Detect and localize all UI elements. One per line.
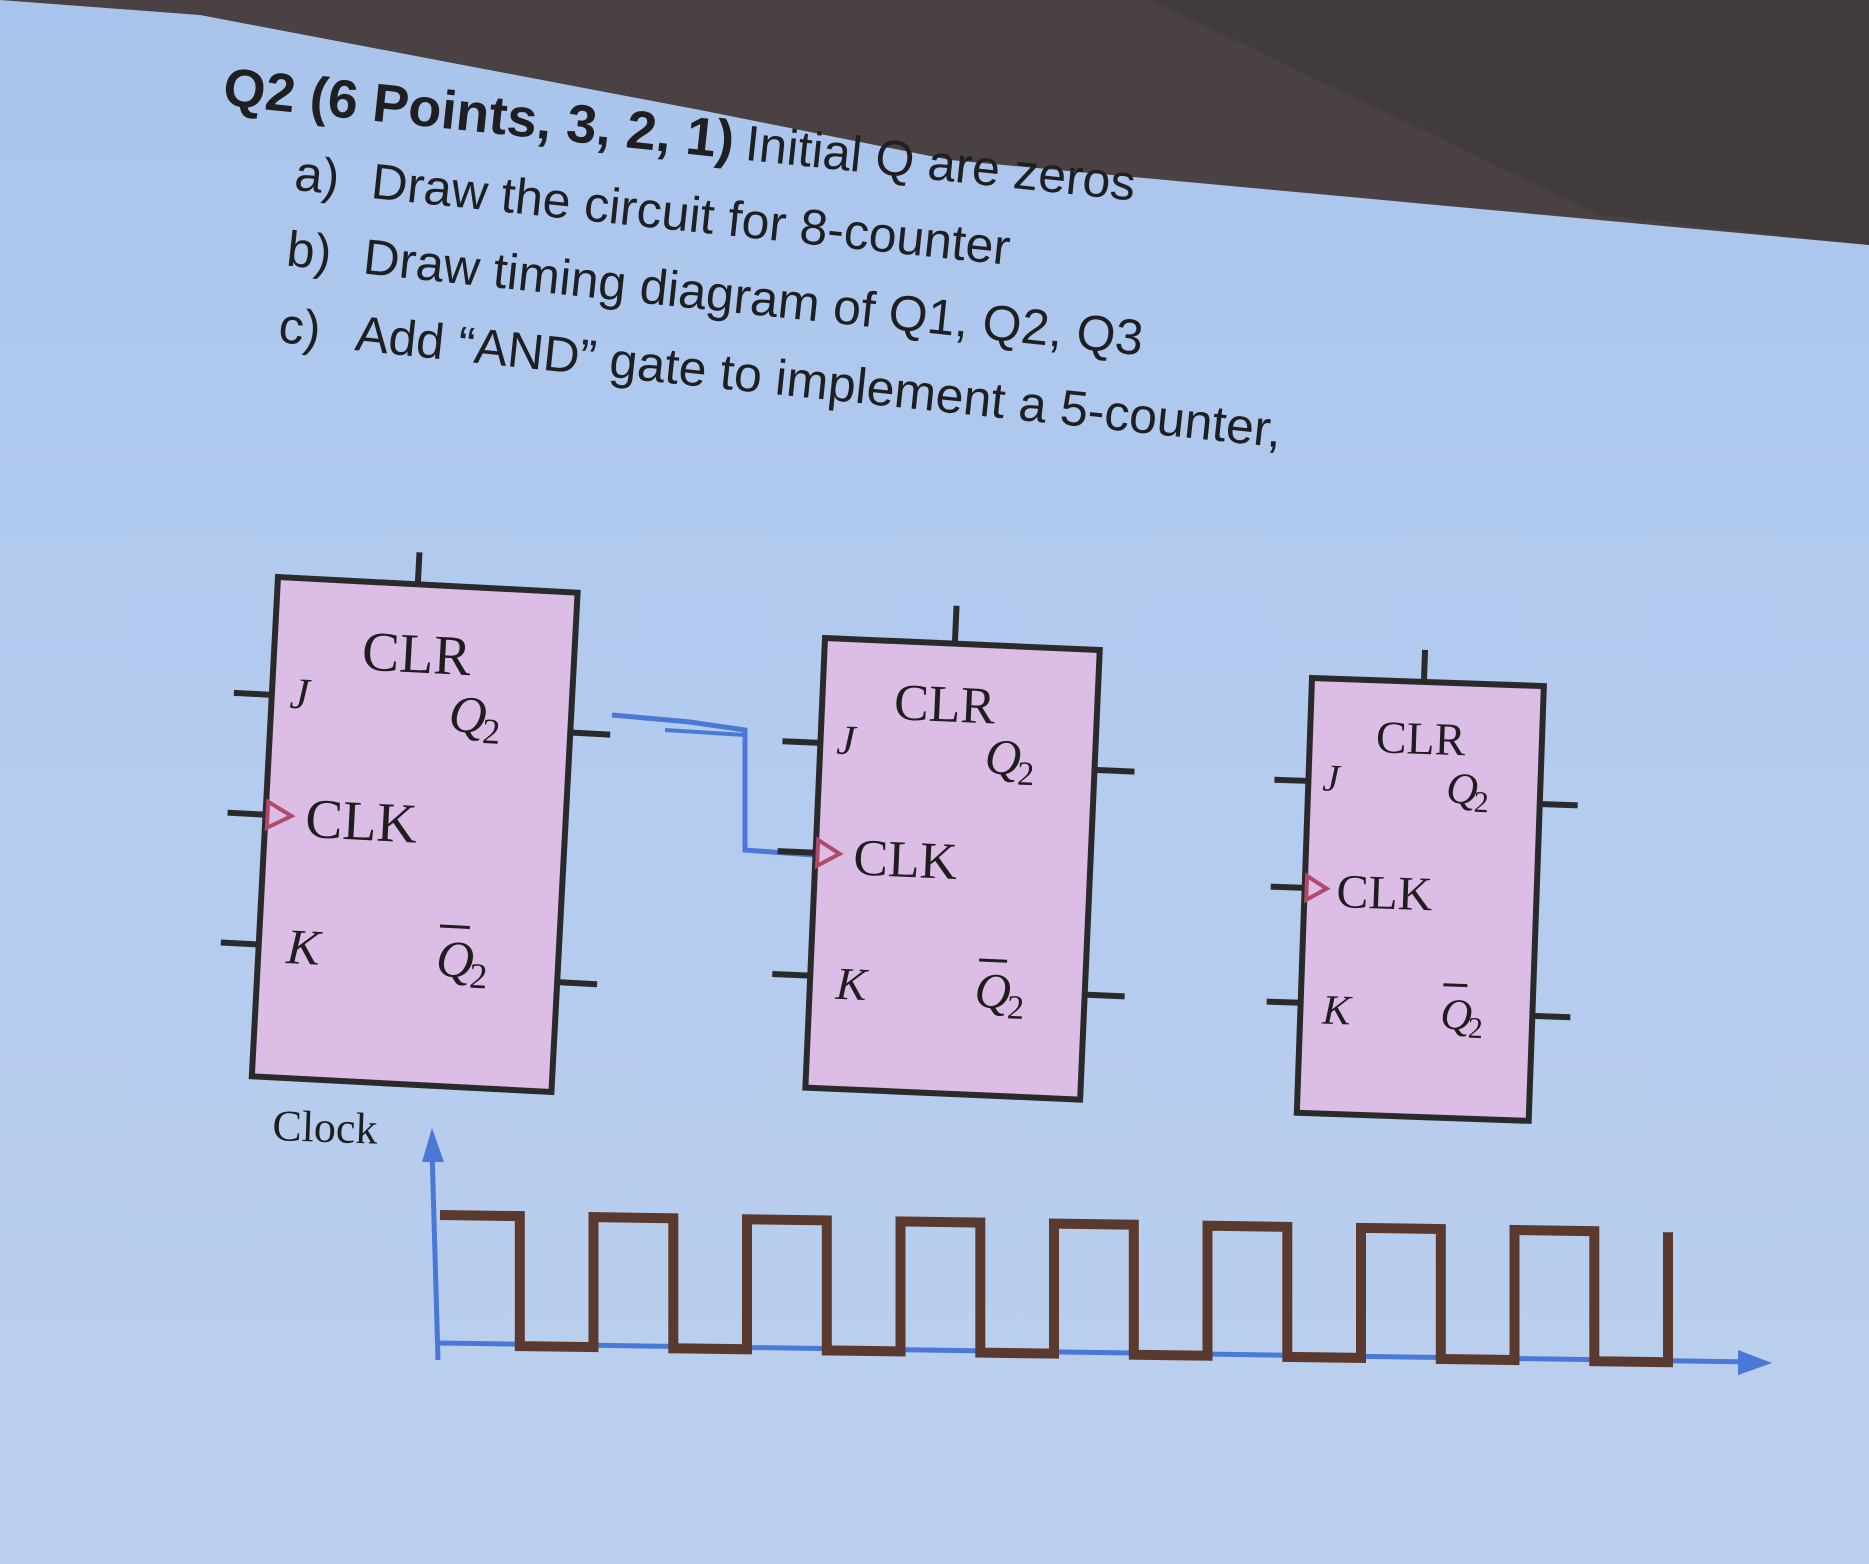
clock-signal-label: Clock — [272, 1101, 379, 1154]
qbar-sub-label: 2 — [1006, 989, 1025, 1027]
k-pin — [220, 939, 259, 948]
qbar-label: Q — [1439, 990, 1472, 1040]
qbar-label: Q — [974, 962, 1013, 1020]
clk-triangle-icon — [264, 798, 296, 832]
clk-label: CLK — [852, 829, 959, 891]
flip-flop-body — [1293, 674, 1547, 1124]
flip-flop-body — [802, 634, 1103, 1103]
y-axis-arrow-icon — [422, 1128, 444, 1162]
x-axis-arrow-icon — [1738, 1350, 1772, 1375]
flip-flop-3: CLR J Q 2 CLK K Q 2 — [1266, 649, 1578, 1124]
x-axis — [437, 1340, 1756, 1365]
clk-label: CLK — [304, 788, 419, 856]
clr-label: CLR — [1375, 711, 1467, 765]
clk-label: CLK — [1336, 865, 1434, 921]
flip-flop-body — [248, 573, 581, 1096]
qbar-overline — [439, 924, 470, 930]
q-pin — [570, 729, 611, 738]
clk-pin — [1270, 883, 1305, 891]
clk-pin — [227, 809, 266, 818]
qbar-label: Q — [435, 931, 475, 990]
clk-triangle-icon — [1304, 872, 1331, 904]
q-label: Q — [984, 728, 1023, 786]
part-b-marker: b) — [284, 221, 334, 281]
clr-label: CLR — [893, 674, 997, 735]
q-sub-label: 2 — [1016, 756, 1035, 794]
qbar-overline — [979, 958, 1008, 963]
k-pin — [772, 971, 811, 979]
qbar-pin — [1532, 1012, 1571, 1021]
qbar-overline — [1443, 983, 1468, 988]
j-pin — [782, 738, 821, 746]
k-pin — [1266, 998, 1301, 1006]
part-a-marker: a) — [292, 145, 342, 205]
q-sub-label: 2 — [1473, 786, 1489, 820]
clk-pin — [777, 848, 816, 856]
y-axis — [429, 1149, 441, 1361]
wire-stub — [664, 728, 746, 737]
j-pin — [1274, 776, 1309, 784]
clr-pin — [414, 552, 423, 585]
q-sub-label: 2 — [481, 711, 501, 752]
top-dark-band-shade — [1150, 0, 1869, 245]
clr-label: CLR — [361, 621, 474, 689]
k-label: K — [284, 918, 324, 976]
clr-pin — [951, 605, 960, 644]
q-pin — [1094, 766, 1135, 775]
q-pin — [1539, 801, 1578, 809]
j-label: J — [1322, 757, 1342, 800]
clk-triangle-icon — [814, 836, 844, 870]
j-label: J — [836, 718, 859, 765]
part-c-marker: c) — [276, 297, 323, 357]
qbar-sub-label: 2 — [1467, 1012, 1483, 1046]
qbar-pin — [1084, 991, 1125, 1000]
clock-waveform — [439, 1210, 1673, 1368]
q-label: Q — [448, 686, 488, 745]
qbar-sub-label: 2 — [468, 956, 488, 997]
qbar-pin — [557, 979, 598, 988]
j-pin — [233, 689, 272, 698]
connecting-wire — [611, 712, 841, 860]
flip-flop-2: CLR J Q 2 CLK K Q 2 — [772, 605, 1135, 1103]
timing-diagram: Clock — [272, 1101, 1772, 1375]
flip-flop-1: CLR J Q 2 CLK K Q 2 — [220, 552, 611, 1096]
q-label: Q — [1445, 764, 1478, 814]
k-label: K — [834, 958, 870, 1010]
k-label: K — [1321, 988, 1354, 1035]
clr-pin — [1420, 649, 1429, 683]
